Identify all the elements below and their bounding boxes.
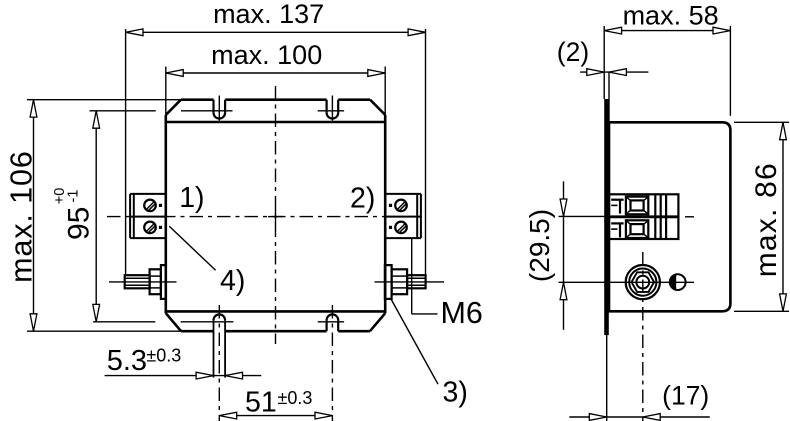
svg-text:5.3: 5.3 <box>107 345 147 377</box>
svg-text:-1: -1 <box>65 190 81 203</box>
svg-text:(2): (2) <box>557 37 589 67</box>
svg-text:max. 106: max. 106 <box>5 150 39 283</box>
svg-text:2): 2) <box>350 182 375 214</box>
svg-text:max. 100: max. 100 <box>211 40 322 70</box>
svg-text:1): 1) <box>179 182 204 214</box>
svg-text:(29.5): (29.5) <box>524 209 555 282</box>
svg-text:±0.3: ±0.3 <box>278 388 313 408</box>
svg-text:±0.3: ±0.3 <box>146 345 181 365</box>
svg-text:max. 58: max. 58 <box>623 0 719 30</box>
svg-text:51: 51 <box>245 387 277 419</box>
svg-text:3): 3) <box>443 377 468 409</box>
svg-text:M6: M6 <box>441 296 483 330</box>
svg-text:(17): (17) <box>662 381 709 411</box>
svg-text:4): 4) <box>220 265 245 297</box>
svg-text:max. 86: max. 86 <box>750 162 783 277</box>
svg-text:95: 95 <box>63 207 96 240</box>
svg-text:max. 137: max. 137 <box>213 0 324 29</box>
svg-text:+0: +0 <box>52 188 68 205</box>
